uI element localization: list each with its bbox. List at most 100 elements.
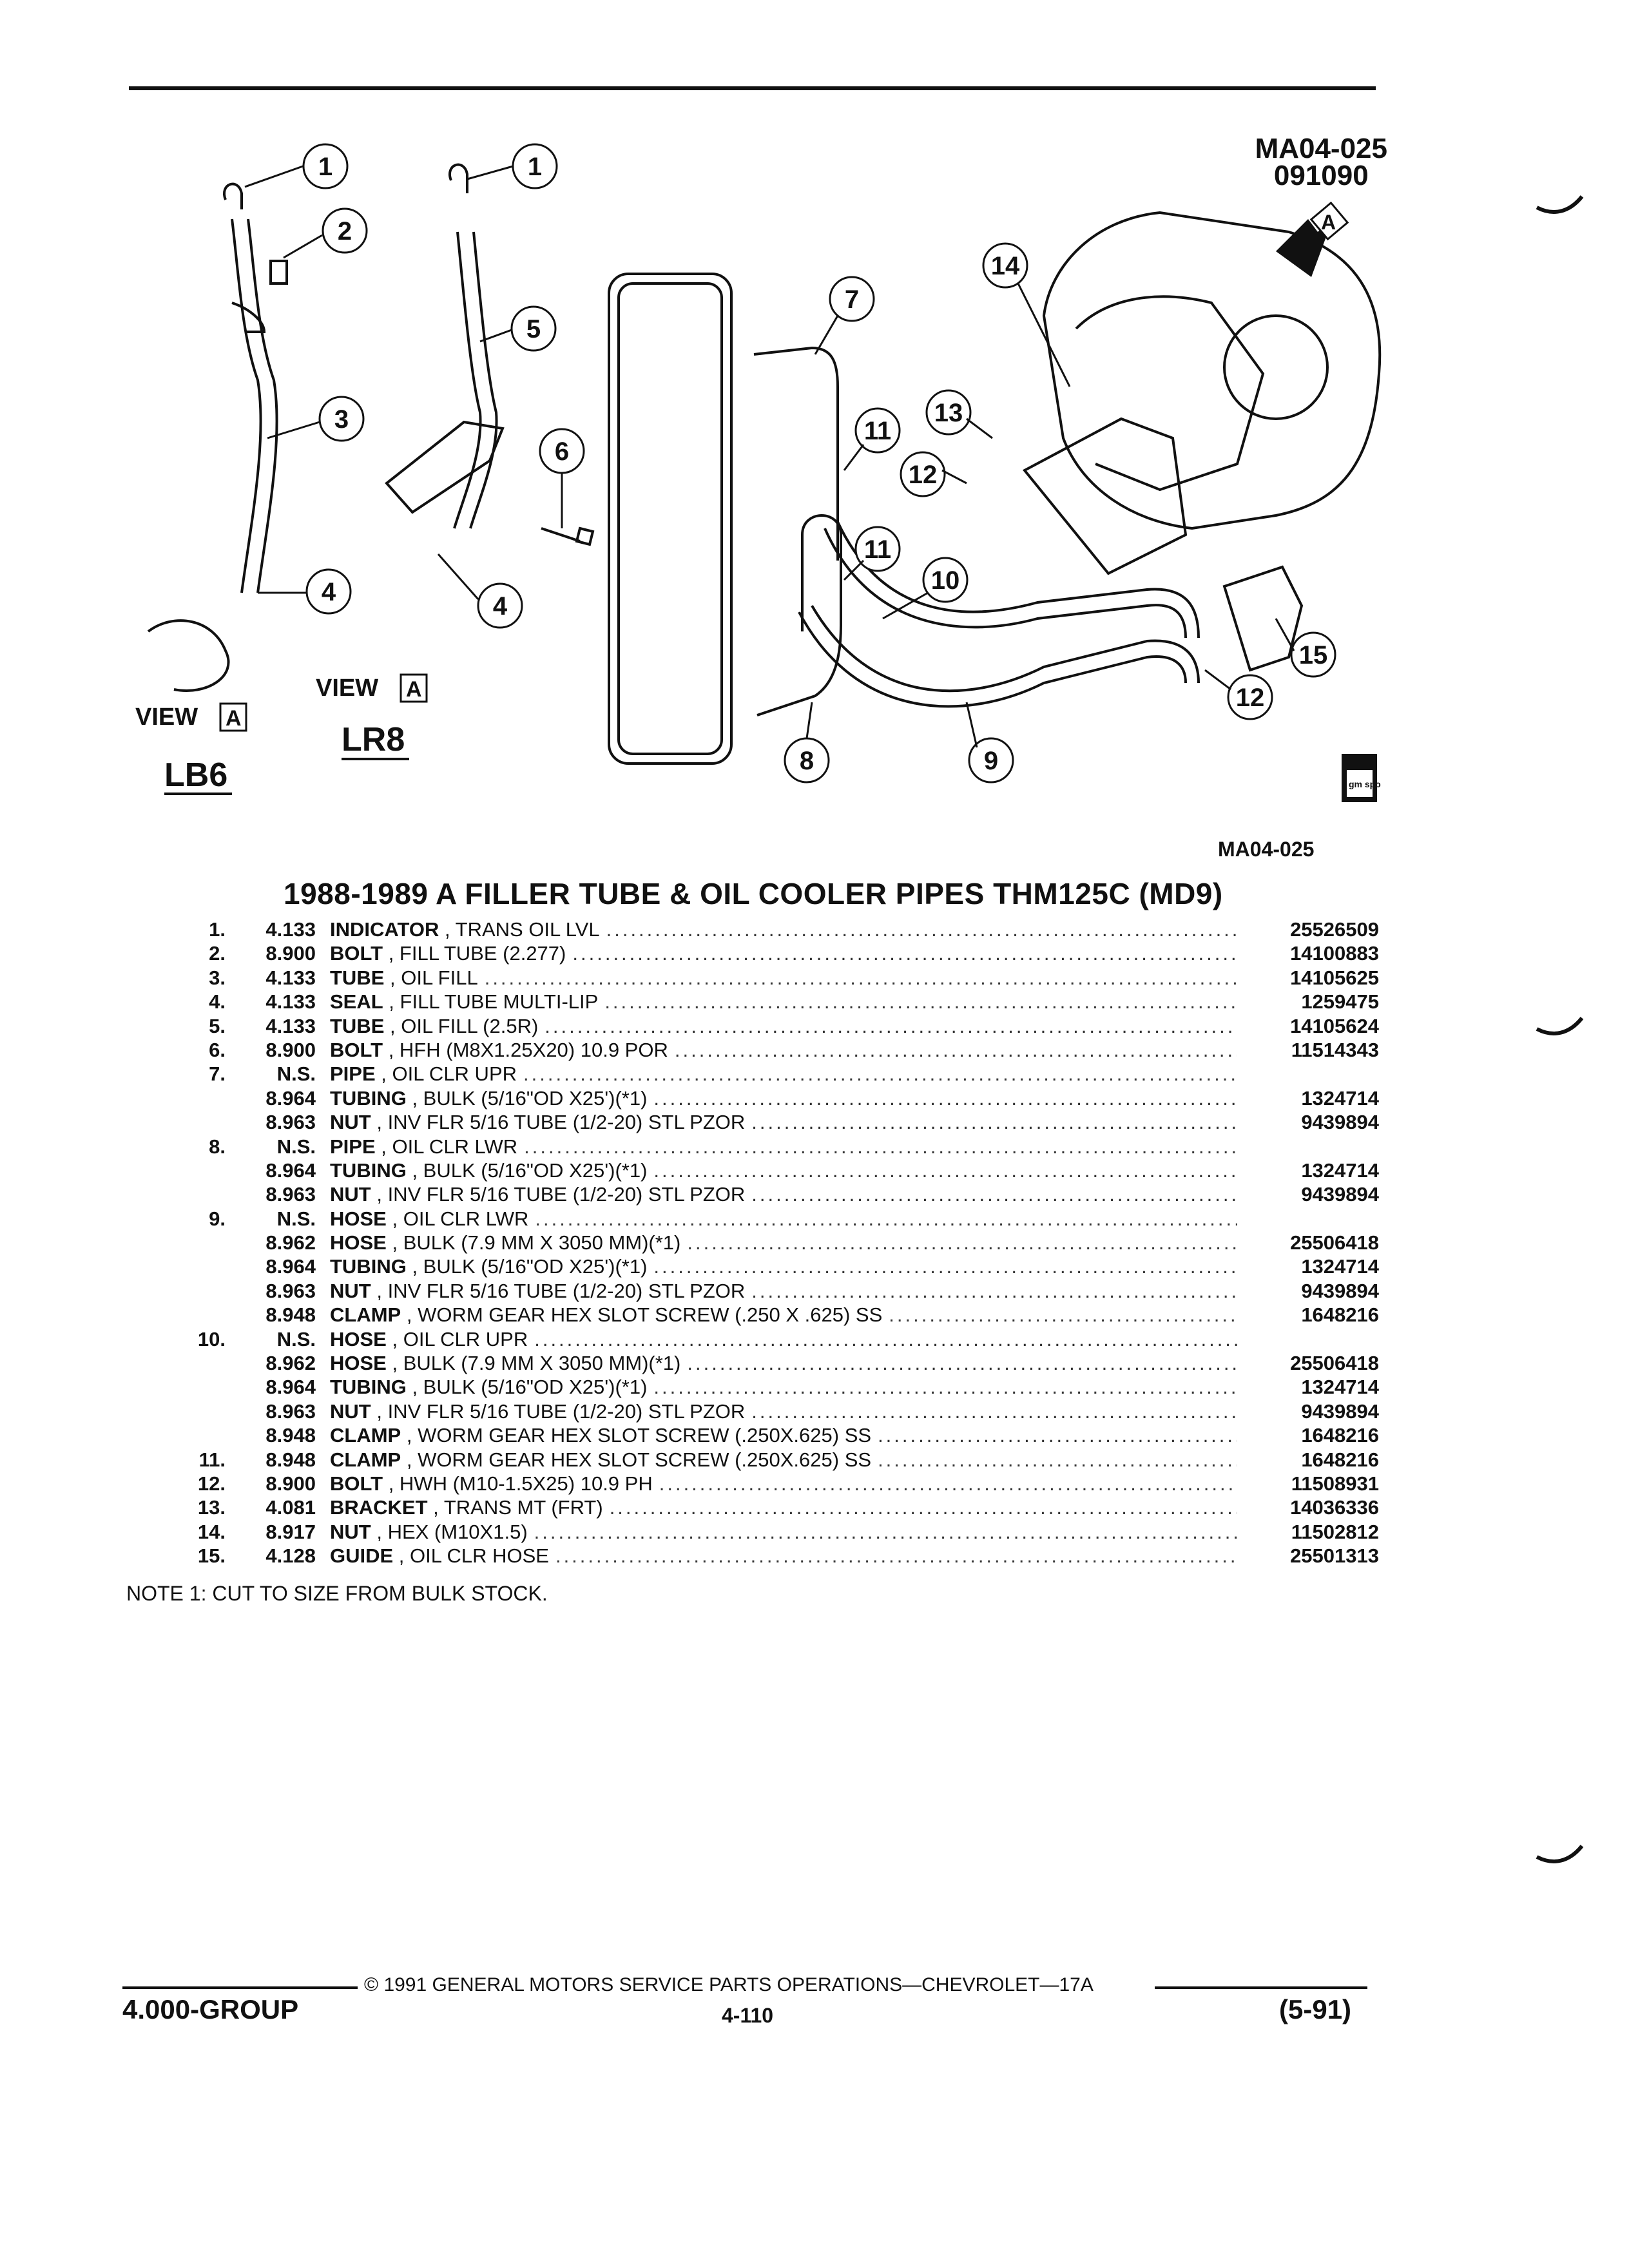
part-detail-sep: ,: [406, 1255, 423, 1278]
dot-leader: [610, 1496, 1237, 1519]
part-detail-sep: ,: [383, 1038, 400, 1061]
callout-1a: 1: [302, 143, 349, 189]
item-number: 9.: [209, 1207, 226, 1230]
part-description: CLAMP , WORM GEAR HEX SLOT SCREW (.250X.…: [330, 1448, 1244, 1472]
svg-text:A: A: [1321, 211, 1336, 234]
part-name: HOSE: [330, 1352, 387, 1375]
svg-text:15: 15: [1299, 641, 1328, 669]
part-detail-sep: ,: [384, 966, 401, 989]
callout-7: 7: [829, 276, 875, 322]
dot-leader: [675, 1039, 1237, 1062]
group-label: 4.000-GROUP: [122, 1994, 299, 2024]
group-number: 8.948: [265, 1424, 316, 1447]
part-name: HOSE: [330, 1231, 387, 1254]
dot-leader: [653, 1376, 1237, 1399]
item-number: 6.: [209, 1038, 226, 1061]
part-detail-sep: ,: [401, 1424, 418, 1447]
view-arrow-icon: [1276, 216, 1334, 277]
part-detail-sep: ,: [386, 1207, 403, 1230]
part-name: SEAL: [330, 990, 383, 1014]
part-name: NUT: [330, 1183, 371, 1206]
part-detail: HWH (M10-1.5X25) 10.9 PH: [399, 1472, 653, 1495]
part-detail: OIL CLR LWR: [403, 1207, 529, 1230]
group-number: 8.948: [265, 1448, 316, 1471]
dot-leader: [687, 1231, 1237, 1254]
part-number: 25506418: [1290, 1352, 1379, 1375]
dot-leader: [545, 1015, 1237, 1038]
group-number: N.S.: [276, 1207, 316, 1230]
item-number: 13.: [197, 1496, 226, 1519]
part-number: 9439894: [1301, 1399, 1379, 1423]
group-number: 8.900: [265, 1038, 316, 1061]
group-number: 4.133: [265, 990, 316, 1014]
part-detail: INV FLR 5/16 TUBE (1/2-20) STL PZOR: [387, 1183, 746, 1206]
svg-text:2: 2: [338, 217, 352, 245]
dot-leader: [534, 1521, 1237, 1544]
dot-leader: [485, 966, 1237, 990]
group-number: 8.963: [265, 1279, 316, 1302]
bolt-6-shape: [541, 526, 595, 546]
callout-3: 3: [318, 396, 365, 442]
binder-mark-icon: [1536, 195, 1584, 214]
dot-leader: [889, 1303, 1237, 1327]
pipe-8-lower: [757, 514, 842, 716]
part-detail: BULK (5/16"OD X25')(*1): [423, 1158, 648, 1182]
svg-text:VIEW: VIEW: [135, 704, 198, 731]
part-name: PIPE: [330, 1135, 376, 1158]
group-number: 8.900: [265, 942, 316, 965]
arrow-view-a-box: A: [1309, 201, 1349, 241]
part-detail: FILL TUBE MULTI-LIP: [400, 990, 599, 1014]
svg-text:A: A: [226, 706, 242, 731]
dot-leader: [751, 1400, 1237, 1423]
part-name: BOLT: [330, 1472, 383, 1495]
part-name: TUBE: [330, 966, 385, 989]
part-number: 11508931: [1291, 1472, 1379, 1495]
radiator-tank: [608, 273, 733, 765]
svg-text:1: 1: [528, 153, 542, 181]
svg-text:9: 9: [984, 747, 998, 775]
part-detail-sep: ,: [427, 1496, 444, 1519]
callout-4b: 4: [477, 582, 523, 629]
group-number: 4.133: [265, 966, 316, 989]
dot-leader: [751, 1280, 1237, 1303]
part-detail-sep: ,: [371, 1279, 388, 1302]
part-detail: INV FLR 5/16 TUBE (1/2-20) STL PZOR: [387, 1111, 746, 1134]
svg-text:12: 12: [909, 461, 938, 489]
part-name: INDICATOR: [330, 918, 439, 941]
svg-text:VIEW: VIEW: [316, 675, 378, 702]
dot-leader: [606, 918, 1237, 941]
part-number: 1324714: [1301, 1158, 1379, 1182]
part-name: NUT: [330, 1399, 371, 1423]
group-number: 8.963: [265, 1399, 316, 1423]
dot-leader: [653, 1255, 1237, 1278]
group-number: 8.900: [265, 1472, 316, 1495]
transmission-case: [1042, 211, 1382, 530]
part-number: 1259475: [1301, 990, 1379, 1014]
svg-text:8: 8: [800, 747, 814, 775]
dot-leader: [534, 1328, 1237, 1351]
part-name: CLAMP: [330, 1303, 401, 1327]
group-number: 8.963: [265, 1183, 316, 1206]
diagram-caption-code: MA04-025: [1218, 838, 1315, 861]
dot-leader: [659, 1472, 1237, 1495]
part-description: TUBING , BULK (5/16"OD X25')(*1): [330, 1159, 1244, 1182]
svg-text:11: 11: [864, 535, 891, 564]
part-detail: BULK (5/16"OD X25')(*1): [423, 1086, 648, 1110]
copyright-line: © 1991 GENERAL MOTORS SERVICE PARTS OPER…: [364, 1974, 1094, 1995]
svg-text:7: 7: [845, 285, 859, 314]
part-description: INDICATOR , TRANS OIL LVL: [330, 918, 1244, 941]
group-number: 8.963: [265, 1111, 316, 1134]
part-description: NUT , INV FLR 5/16 TUBE (1/2-20) STL PZO…: [330, 1400, 1244, 1423]
dot-leader: [555, 1544, 1237, 1568]
part-number: 14100883: [1290, 942, 1379, 965]
group-number: 8.964: [265, 1376, 316, 1399]
part-number: 14036336: [1290, 1496, 1379, 1519]
svg-text:5: 5: [526, 315, 541, 343]
part-detail-sep: ,: [371, 1520, 388, 1543]
